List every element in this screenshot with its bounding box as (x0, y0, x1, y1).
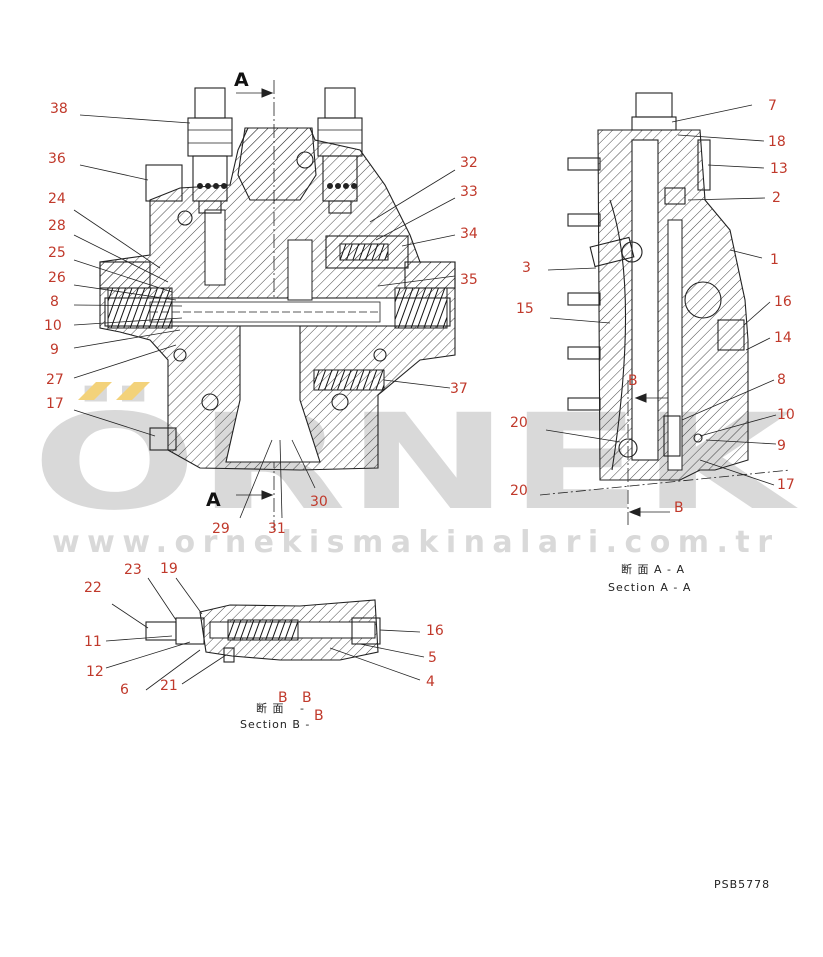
leaders-section-aa (545, 104, 777, 486)
leaders-main-left (73, 114, 191, 437)
watermark-accent-left (78, 382, 112, 400)
stud-3 (567, 292, 601, 306)
callout-10-aa: 10 (777, 407, 795, 423)
caption-bb-jp: 断 面 (256, 701, 285, 715)
callout-10-main: 10 (44, 318, 62, 334)
callout-37: 37 (450, 381, 468, 397)
callout-38: 38 (50, 101, 68, 117)
fitting-36 (145, 164, 183, 202)
end-cap-right (404, 261, 456, 289)
callout-29: 29 (212, 521, 230, 537)
callout-8-main: 8 (50, 294, 59, 310)
callout-15: 15 (516, 301, 534, 317)
spring-right (394, 287, 448, 329)
callout-12: 12 (86, 664, 104, 680)
stud-2 (567, 213, 601, 227)
callout-28: 28 (48, 218, 66, 234)
part-code: PSB5778 (714, 878, 770, 891)
callout-35: 35 (460, 272, 478, 288)
stud-4 (567, 346, 601, 360)
callout-34: 34 (460, 226, 478, 242)
callout-11: 11 (84, 634, 102, 650)
callout-22: 22 (84, 580, 102, 596)
callout-3: 3 (522, 260, 531, 276)
leaders-section-bb (105, 577, 425, 691)
section-aa-top-fitting (635, 92, 673, 118)
leaders-main-bottom (239, 439, 316, 519)
leaders-main-right (369, 169, 456, 389)
main-view: A A (44, 69, 478, 537)
callout-9-main: 9 (50, 342, 59, 358)
callout-18: 18 (768, 134, 786, 150)
plug-16 (717, 319, 745, 351)
callout-8-aa: 8 (777, 372, 786, 388)
stud-1 (567, 157, 601, 171)
section-marker-a-bottom: A (206, 489, 221, 511)
callout-31: 31 (268, 521, 286, 537)
section-aa-port (684, 281, 722, 319)
section-aa-view: B B 7 18 13 2 1 16 14 8 10 9 17 (510, 92, 795, 594)
callout-26: 26 (48, 270, 66, 286)
caption-bb-en: Section B - (240, 718, 310, 731)
callout-32: 32 (460, 155, 478, 171)
callout-19: 19 (160, 561, 178, 577)
callout-9-aa: 9 (777, 438, 786, 454)
callout-27: 27 (46, 372, 64, 388)
passage-upper (204, 209, 226, 286)
section-aa-bore-right (667, 219, 683, 471)
callout-16-aa: 16 (774, 294, 792, 310)
section-aa-flange (609, 199, 627, 471)
callout-13: 13 (770, 161, 788, 177)
callout-24: 24 (48, 191, 66, 207)
caption-bb-dash: - (300, 702, 305, 715)
passage-right (287, 239, 313, 301)
callout-23: 23 (124, 562, 142, 578)
caption-bb-marker-1: B (278, 690, 288, 706)
callout-2: 2 (772, 190, 781, 206)
callout-30: 30 (310, 494, 328, 510)
section-aa-bore (631, 139, 659, 461)
section-marker-a-top: A (234, 69, 249, 91)
section-marker-b-upper: B (628, 373, 638, 389)
callout-6: 6 (120, 682, 129, 698)
end-cap-left (99, 261, 151, 289)
callout-20-lower: 20 (510, 483, 528, 499)
pipe-3 (589, 236, 635, 268)
section-marker-b-right: B (674, 500, 684, 516)
passage-center (225, 325, 321, 463)
section-bb-spring (227, 619, 299, 641)
fitting-left (187, 87, 233, 214)
callout-16-bb: 16 (426, 623, 444, 639)
caption-aa-en: Section A - A (608, 581, 691, 594)
callout-36: 36 (48, 151, 66, 167)
caption-bb-marker-3: B (314, 708, 324, 724)
callout-33: 33 (460, 184, 478, 200)
callout-20-upper: 20 (510, 415, 528, 431)
callout-4: 4 (426, 674, 435, 690)
section-bb-plug-right (351, 617, 381, 645)
section-bb-view: 23 19 22 11 12 6 21 16 5 4 断 面 B B - Sec… (84, 561, 444, 731)
fitting-right (317, 87, 363, 214)
callout-17-main: 17 (46, 396, 64, 412)
callout-21: 21 (160, 678, 178, 694)
caption-aa-jp: 断 面 A - A (621, 562, 685, 576)
watermark-accent-right (116, 382, 150, 400)
plug-17-main (149, 427, 177, 451)
top-boss (237, 127, 317, 201)
callout-14: 14 (774, 330, 792, 346)
callout-1: 1 (770, 252, 779, 268)
stud-5 (567, 397, 601, 411)
callout-25: 25 (48, 245, 66, 261)
callout-5: 5 (428, 650, 437, 666)
callout-7: 7 (768, 98, 777, 114)
plug-37 (313, 369, 385, 391)
caption-bb-marker-2: B (302, 690, 312, 706)
relief-valve-spring (339, 243, 389, 261)
callout-17-aa: 17 (777, 477, 795, 493)
